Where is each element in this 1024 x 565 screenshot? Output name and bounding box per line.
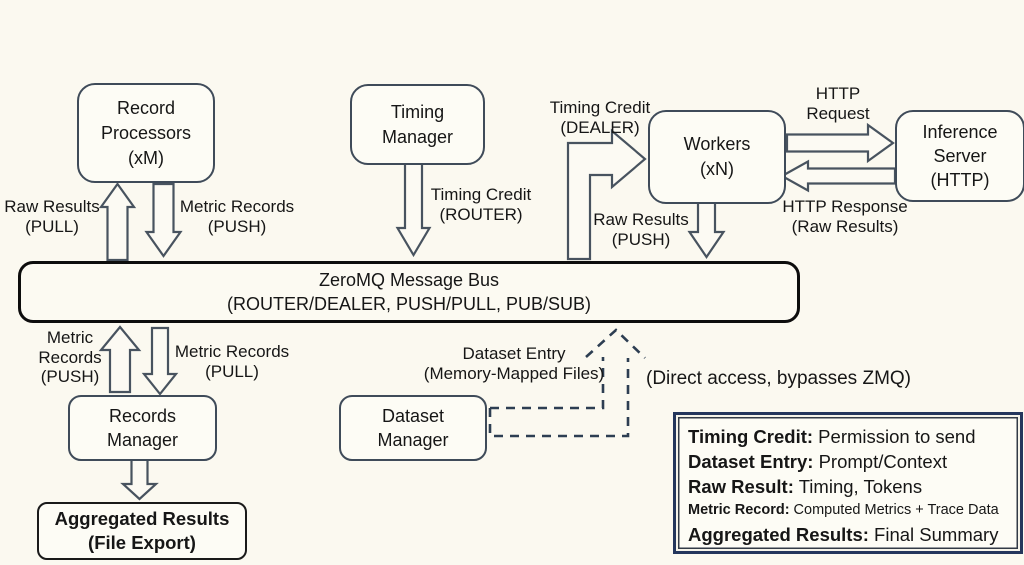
node-dataset-manager: Dataset Manager (339, 395, 487, 461)
arrow-raw-results-pull-up-icon (98, 182, 137, 262)
edge-label-line: (Memory-Mapped Files) (423, 364, 605, 383)
legend-row-raw-result: Raw Result: Timing, Tokens (688, 474, 1020, 499)
legend-box: Timing Credit: Permission to send Datase… (673, 412, 1023, 554)
node-label: Server (933, 146, 987, 166)
legend-term: Aggregated Results: (688, 524, 869, 545)
arrow-metric-records-push-down-icon (144, 182, 183, 258)
legend-row-aggregated-results: Aggregated Results: Final Summary (688, 522, 1020, 547)
edge-label-line: (PULL) (25, 217, 79, 236)
edge-label-line: Timing Credit (430, 185, 532, 204)
node-label: Inference (922, 122, 998, 142)
edge-label-line: HTTP (815, 84, 861, 103)
edge-label-timing-credit-router: Timing Credit (ROUTER) (411, 185, 551, 225)
edge-label-line: (PULL) (205, 362, 259, 381)
edge-label-timing-credit-dealer: Timing Credit (DEALER) (530, 98, 670, 138)
edge-label-line: (PUSH) (40, 367, 100, 386)
edge-label-line: Raw Results (4, 197, 100, 216)
node-label: (xM) (128, 147, 164, 168)
dashed-dataset-arrow-top-edge-icon (490, 357, 605, 410)
node-label: Manager (377, 430, 449, 450)
edge-label-line: Timing Credit (549, 98, 651, 117)
node-record-processors: Record Processors (xM) (77, 83, 215, 183)
node-label: Records (108, 406, 177, 426)
node-timing-manager: Timing Manager (350, 84, 485, 165)
legend-term: Metric Record: (688, 502, 790, 518)
edge-label-raw-results-pull: Raw Results (PULL) (0, 197, 104, 237)
legend-desc: Timing, Tokens (793, 476, 923, 497)
node-zeromq-message-bus: ZeroMQ Message Bus (ROUTER/DEALER, PUSH/… (18, 261, 800, 323)
legend-term: Dataset Entry: (688, 451, 814, 472)
arrow-http-response-left-icon (779, 159, 897, 193)
edge-label-metric-records-push-bottom: Metric Records (PUSH) (20, 328, 120, 387)
legend-row-timing-credit: Timing Credit: Permission to send (688, 424, 1020, 449)
edge-label-raw-results-push: Raw Results (PUSH) (576, 210, 706, 250)
node-label: Processors (100, 122, 192, 143)
edge-label-line: Metric Records (174, 342, 290, 361)
legend-term: Raw Result: (688, 476, 794, 497)
legend-desc: Permission to send (813, 426, 976, 447)
legend-desc: Computed Metrics + Trace Data (789, 502, 999, 518)
legend-row-metric-record: Metric Record: Computed Metrics + Trace … (688, 499, 1020, 522)
node-label: Dataset (381, 406, 445, 426)
arrow-http-request-right-icon (785, 122, 895, 164)
edge-label-line: Metric (46, 328, 94, 347)
node-label: Manager (381, 126, 454, 147)
node-aggregated-results: Aggregated Results (File Export) (37, 502, 247, 560)
edge-label-line: Dataset Entry (462, 344, 566, 363)
edge-label-line: HTTP Response (782, 197, 908, 216)
node-workers: Workers (xN) (648, 110, 786, 204)
node-label: Timing (390, 101, 445, 122)
dashed-dataset-arrow-bottom-edge-icon (488, 358, 630, 438)
edge-label-metric-records-push-top: Metric Records (PUSH) (167, 197, 307, 237)
edge-label-line: Records (38, 347, 102, 367)
edge-label-line: Request (806, 104, 870, 123)
node-label: Workers (683, 134, 751, 154)
edge-label-line: (PUSH) (207, 217, 267, 236)
edge-label-http-response: HTTP Response (Raw Results) (760, 197, 930, 237)
node-inference-server: Inference Server (HTTP) (895, 110, 1024, 202)
bus-subtitle: (ROUTER/DEALER, PUSH/PULL, PUB/SUB) (226, 294, 592, 314)
edge-label-line: Raw Results (593, 210, 689, 229)
edge-label-line: (PUSH) (611, 230, 671, 249)
edge-label-http-request: HTTP Request (783, 84, 893, 124)
edge-label-line: (DEALER) (560, 118, 640, 137)
legend-row-dataset-entry: Dataset Entry: Prompt/Context (688, 449, 1020, 474)
legend-term: Timing Credit: (688, 426, 814, 447)
legend-desc: Prompt/Context (813, 451, 948, 472)
edge-label-metric-records-pull: Metric Records (PULL) (162, 342, 302, 382)
node-label: Record (116, 97, 176, 118)
node-label: (HTTP) (930, 170, 990, 190)
node-label: (File Export) (88, 532, 196, 553)
edge-label-direct-access: (Direct access, bypasses ZMQ) (646, 368, 911, 389)
edge-label-line: (ROUTER) (439, 205, 523, 224)
arrow-metric-records-pull-down-icon (141, 326, 179, 396)
legend-desc: Final Summary (868, 524, 999, 545)
edge-label-line: (Raw Results) (791, 217, 899, 236)
edge-label-dataset-entry: Dataset Entry (Memory-Mapped Files) (414, 344, 614, 384)
dashed-dataset-arrowhead-icon (585, 328, 646, 359)
node-label: Aggregated Results (54, 508, 230, 529)
node-label: Manager (106, 430, 179, 450)
arrow-timing-credit-dealer-bent-icon (566, 128, 647, 261)
edge-label-line: Metric Records (179, 197, 295, 216)
node-records-manager: Records Manager (68, 395, 217, 461)
arrow-metric-records-push-bus-up-icon (98, 325, 142, 394)
bus-title: ZeroMQ Message Bus (318, 270, 500, 290)
node-label: (xN) (700, 159, 734, 179)
arrow-records-to-aggregated-down-icon (120, 456, 159, 501)
